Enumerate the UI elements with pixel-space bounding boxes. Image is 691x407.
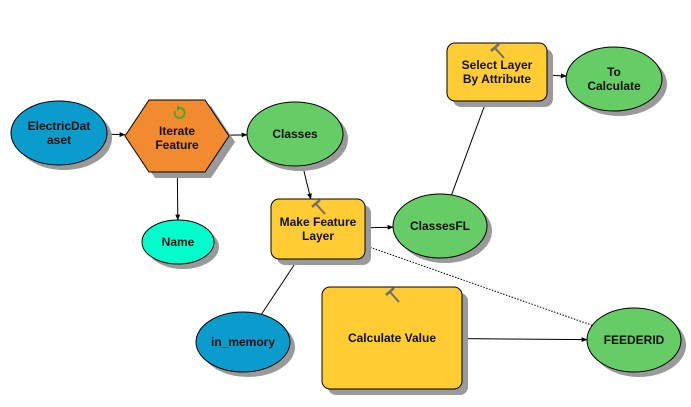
hammer-icon [385, 287, 400, 303]
node-shape [195, 311, 291, 373]
node-label: ElectricDat [28, 119, 91, 133]
node-in-memory[interactable]: in_memory [195, 311, 295, 377]
node-shape [10, 100, 108, 166]
node-shape [246, 101, 344, 167]
node-label: Calculate [587, 79, 641, 93]
node-shape [321, 286, 463, 390]
node-shape [446, 42, 548, 102]
node-label: Feature [155, 138, 199, 152]
node-feederid[interactable]: FEEDERID [586, 307, 686, 377]
node-shape [392, 193, 488, 259]
node-calculate-value[interactable]: Calculate Value [321, 286, 468, 395]
node-name[interactable]: Name [141, 219, 219, 269]
node-label: Classes [272, 127, 318, 141]
node-shape [141, 219, 215, 265]
connector-in-memory-to-make-feature-layer[interactable] [260, 258, 299, 315]
hammer-icon [490, 43, 505, 59]
node-shape [124, 99, 230, 173]
node-label: By Attribute [463, 72, 532, 86]
connector-calculate-value-to-feederid[interactable] [461, 337, 588, 342]
connector-classes-to-make-feature-layer[interactable] [302, 165, 312, 200]
node-label: Layer [302, 229, 334, 243]
node-classes[interactable]: Classes [246, 101, 348, 171]
hammer-icon [311, 199, 326, 215]
node-label: in_memory [211, 335, 275, 349]
connector-classes-fl-to-select-layer-by-attribute[interactable] [451, 100, 487, 196]
node-label: Name [162, 235, 195, 249]
node-label: Calculate Value [348, 331, 436, 345]
node-label: aset [47, 133, 71, 147]
node-label: Select Layer [462, 58, 533, 72]
node-label: ClassesFL [410, 219, 470, 233]
node-shape [586, 307, 682, 373]
node-label: Make Feature [280, 215, 357, 229]
node-label: Iterate [159, 124, 195, 138]
node-label: FEEDERID [604, 333, 665, 347]
node-label: To [607, 65, 621, 79]
iterate-icon [173, 105, 186, 119]
connector-feederid-to-make-feature-layer[interactable] [364, 245, 593, 326]
node-shape [565, 46, 663, 112]
node-classes-fl[interactable]: ClassesFL [392, 193, 492, 263]
node-shape [270, 198, 366, 260]
